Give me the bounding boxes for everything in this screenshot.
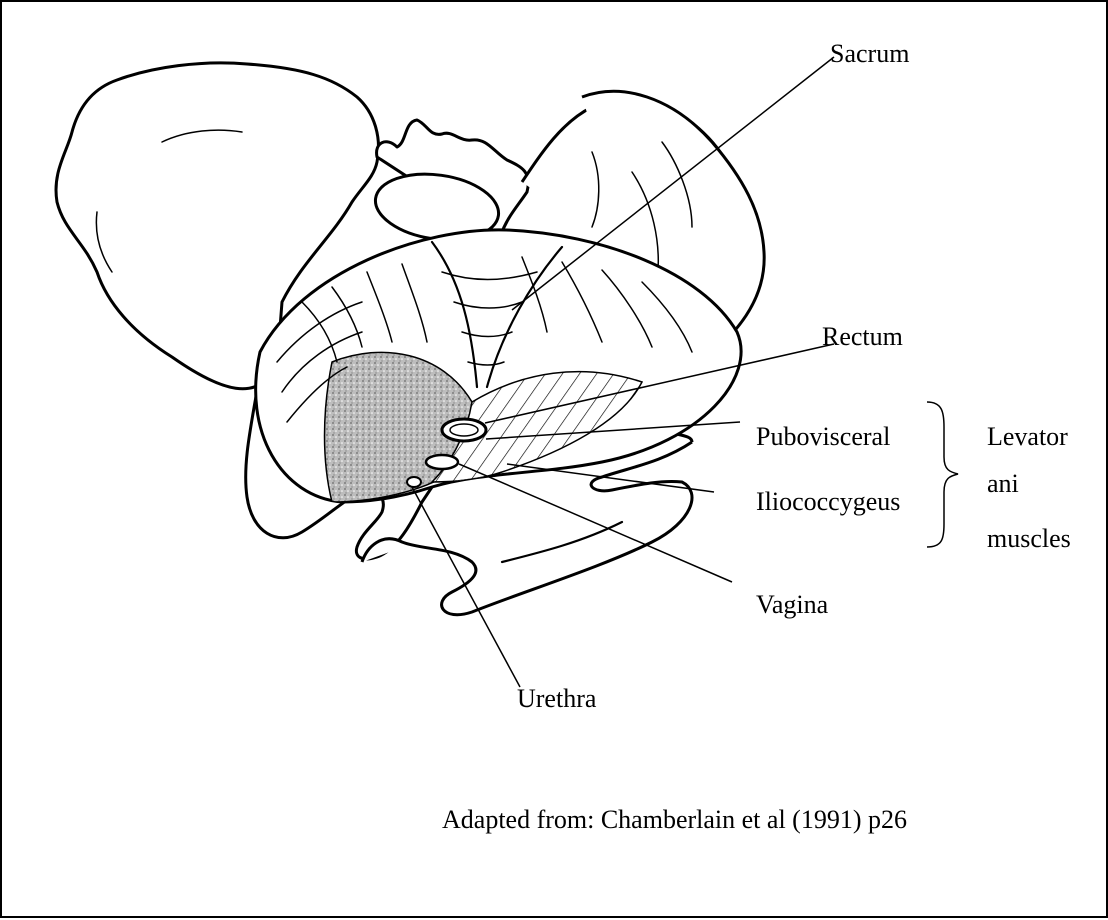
pelvic-floor [256, 230, 741, 502]
label-iliococcygeus: Iliococcygeus [756, 487, 900, 516]
vagina-opening [426, 455, 458, 469]
label-vagina: Vagina [756, 590, 829, 619]
label-levator-line-1: Levator [987, 422, 1068, 451]
label-levator-line-2: ani [987, 469, 1019, 498]
label-levator-line-3: muscles [987, 524, 1071, 553]
rectum-opening [442, 419, 486, 441]
urethra-opening [407, 477, 421, 487]
leader-iliococcygeus [507, 464, 714, 492]
figure-caption: Adapted from: Chamberlain et al (1991) p… [442, 805, 907, 834]
levator-ani-brace [927, 402, 958, 547]
label-pubovisceral: Pubovisceral [756, 422, 890, 451]
label-urethra: Urethra [517, 684, 597, 713]
label-rectum: Rectum [822, 322, 903, 351]
label-sacrum: Sacrum [830, 39, 909, 68]
